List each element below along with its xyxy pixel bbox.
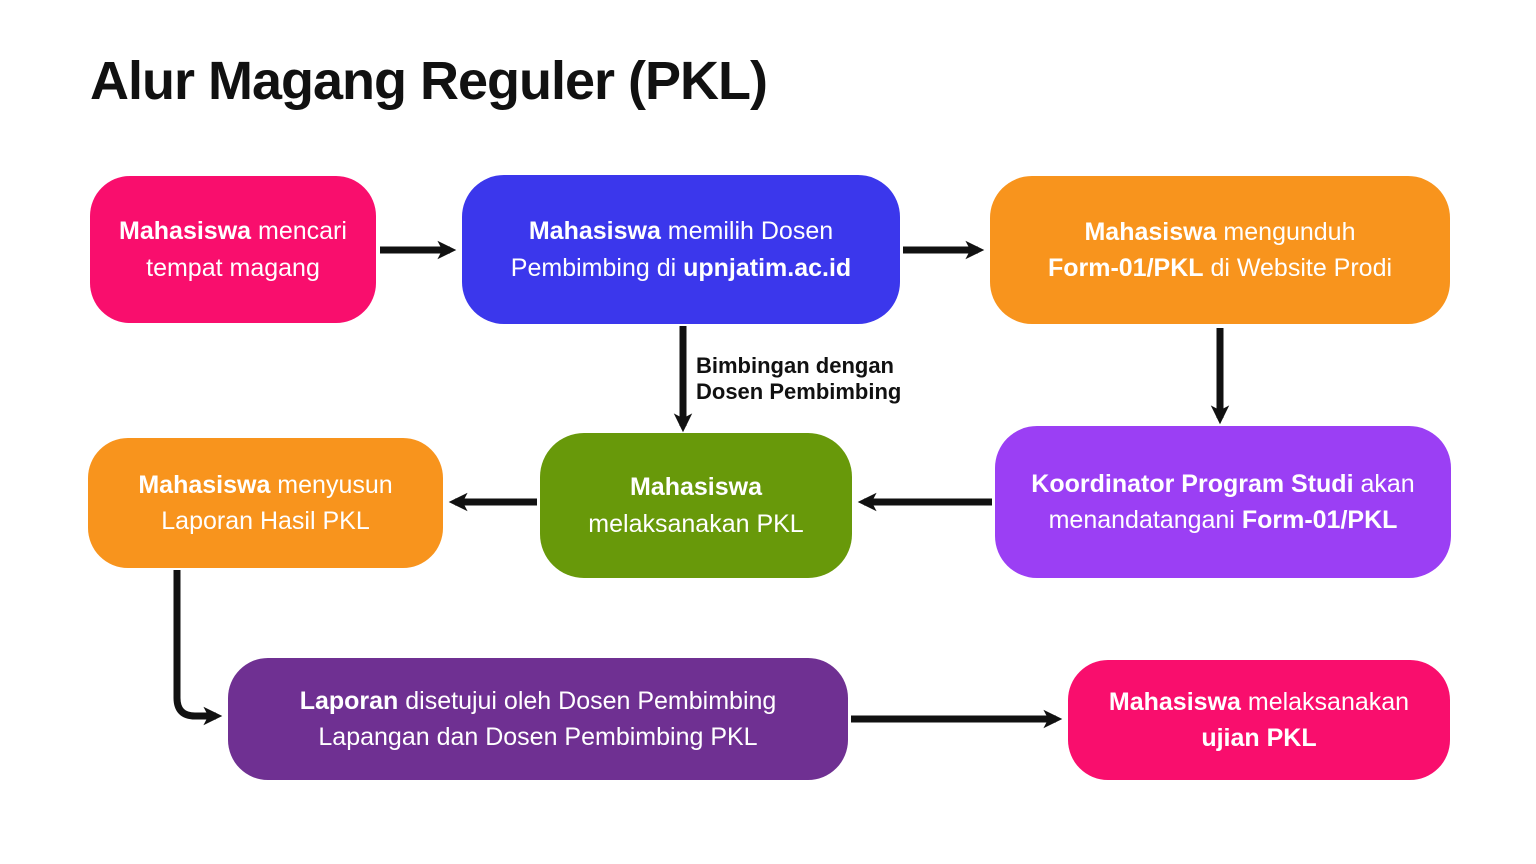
text-segment: disetujui oleh Dosen Pembimbing <box>398 686 777 715</box>
text-segment: Form-01/PKL <box>1241 506 1398 534</box>
text-segment: Mahasiswa <box>629 473 762 502</box>
node-text: Laporan disetujui oleh Dosen Pembimbing … <box>300 683 777 756</box>
node-unduh-form: Mahasiswa mengunduh Form-01/PKL di Websi… <box>990 176 1450 324</box>
text-segment: Mahasiswa <box>528 217 661 246</box>
text-segment: mengunduh <box>1216 217 1356 246</box>
node-text: Mahasiswa melaksanakan PKL <box>588 469 803 542</box>
node-text: Mahasiswa melaksanakan ujian PKL <box>1109 684 1409 757</box>
text-segment: Laporan Hasil PKL <box>161 507 370 535</box>
text-segment: mencari <box>251 217 347 246</box>
text-segment: ujian PKL <box>1201 724 1317 752</box>
text-segment: memilih Dosen <box>660 217 834 246</box>
node-ujian-pkl: Mahasiswa melaksanakan ujian PKL <box>1068 660 1450 780</box>
node-susun-laporan: Mahasiswa menyusun Laporan Hasil PKL <box>88 438 443 568</box>
arrow-susun-to-disetujui <box>173 570 223 726</box>
node-text: Mahasiswa mencari tempat magang <box>119 213 347 286</box>
text-segment: Form-01/PKL <box>1047 254 1204 282</box>
text-segment: akan <box>1353 469 1415 498</box>
node-laksanakan-pkl: Mahasiswa melaksanakan PKL <box>540 433 852 578</box>
edge-label-line: Dosen Pembimbing <box>696 379 902 404</box>
edge-label-line: Bimbingan dengan <box>696 353 894 378</box>
text-segment: menandatangani <box>1048 506 1242 534</box>
node-text: Mahasiswa memilih Dosen Pembimbing di up… <box>511 213 851 286</box>
text-segment: upnjatim.ac.id <box>683 253 852 282</box>
text-segment: Mahasiswa <box>1108 687 1241 716</box>
text-segment: Pembimbing di <box>510 253 684 282</box>
text-segment: Koordinator Program Studi <box>1031 469 1354 498</box>
text-segment: menyusun <box>270 470 393 499</box>
node-text: Mahasiswa menyusun Laporan Hasil PKL <box>138 467 392 540</box>
text-segment: melaksanakan PKL <box>588 509 804 538</box>
page-title: Alur Magang Reguler (PKL) <box>90 51 768 111</box>
node-text: Mahasiswa mengunduh Form-01/PKL di Websi… <box>1048 214 1392 287</box>
text-segment: Mahasiswa <box>1084 217 1217 246</box>
node-text: Koordinator Program Studi akan menandata… <box>1031 466 1414 539</box>
text-segment: Mahasiswa <box>138 470 271 499</box>
edge-label-bimbingan: Bimbingan dengan Dosen Pembimbing <box>696 353 901 405</box>
text-segment: tempat magang <box>146 253 320 282</box>
text-segment: Mahasiswa <box>119 217 252 246</box>
text-segment: di Website Prodi <box>1203 254 1393 282</box>
text-segment: melaksanakan <box>1240 687 1410 716</box>
node-koordinator-tandatangan: Koordinator Program Studi akan menandata… <box>995 426 1451 578</box>
text-segment: Lapangan dan Dosen Pembimbing PKL <box>318 723 758 751</box>
text-segment: Laporan <box>299 686 399 715</box>
node-cari-tempat-magang: Mahasiswa mencari tempat magang <box>90 176 376 323</box>
node-laporan-disetujui: Laporan disetujui oleh Dosen Pembimbing … <box>228 658 848 780</box>
node-pilih-dosen-pembimbing: Mahasiswa memilih Dosen Pembimbing di up… <box>462 175 900 324</box>
